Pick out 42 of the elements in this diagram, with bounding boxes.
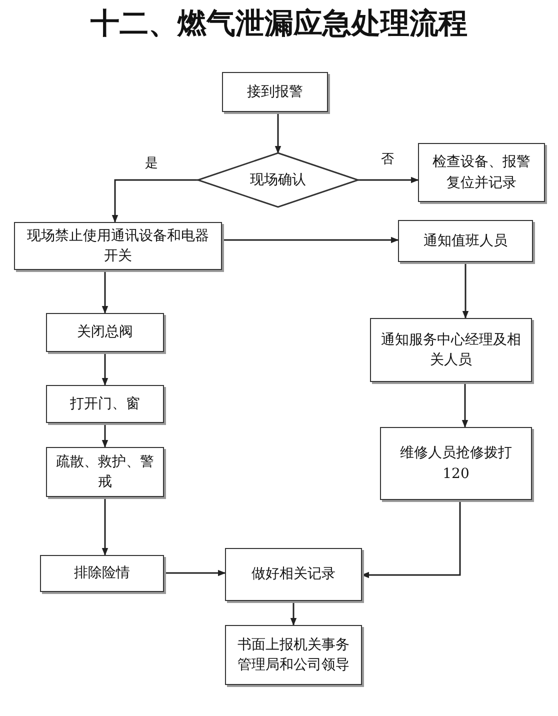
arrow [462,382,468,428]
arrow [102,497,108,556]
box-text: 打开门、窗 [70,394,140,414]
arrow [222,236,399,244]
box-text: 维修人员抢修拨打120 [399,444,513,484]
box-text: 做好相关记录 [252,565,336,584]
box-text: 疏散、救护、警戒 [55,452,155,492]
arrow [274,112,282,154]
arrow [102,423,108,448]
process-box [14,222,222,270]
box-text: 通知服务中心经理及相关人员 [380,330,522,370]
box-text: 关闭总阀 [77,323,133,342]
arrow [290,601,297,626]
box-text: 通知值班人员 [424,232,508,251]
edge-label: 否 [380,150,395,168]
arrow [462,262,469,319]
box-text: 排除险情 [74,564,130,584]
decision-diamond [198,153,358,207]
arrow [102,352,108,386]
box-text: 检查设备、报警复位并记录 [432,153,532,192]
process-box [222,72,328,112]
process-box [418,143,545,202]
box-text: 接到报警 [247,82,303,102]
arrow [112,179,198,223]
box-text: 现场禁止使用通讯设备和电器开关 [26,226,210,266]
box-text: 书面上报机关事务管理局和公司领导 [236,636,350,675]
process-box [225,548,362,601]
edge-label: 是 [144,154,159,172]
process-box [370,318,532,382]
title: 十二、燃气泄漏应急处理流程 [90,5,468,42]
process-box [40,555,164,592]
arrow [164,570,226,576]
box-text: 现场确认 [250,170,306,190]
arrow [102,270,108,314]
process-box [46,313,164,352]
process-box [46,447,164,497]
process-box [225,625,362,685]
process-box [380,427,532,500]
process-box [398,220,533,262]
arrow [358,176,419,184]
process-box [46,385,164,423]
arrow [361,500,461,578]
